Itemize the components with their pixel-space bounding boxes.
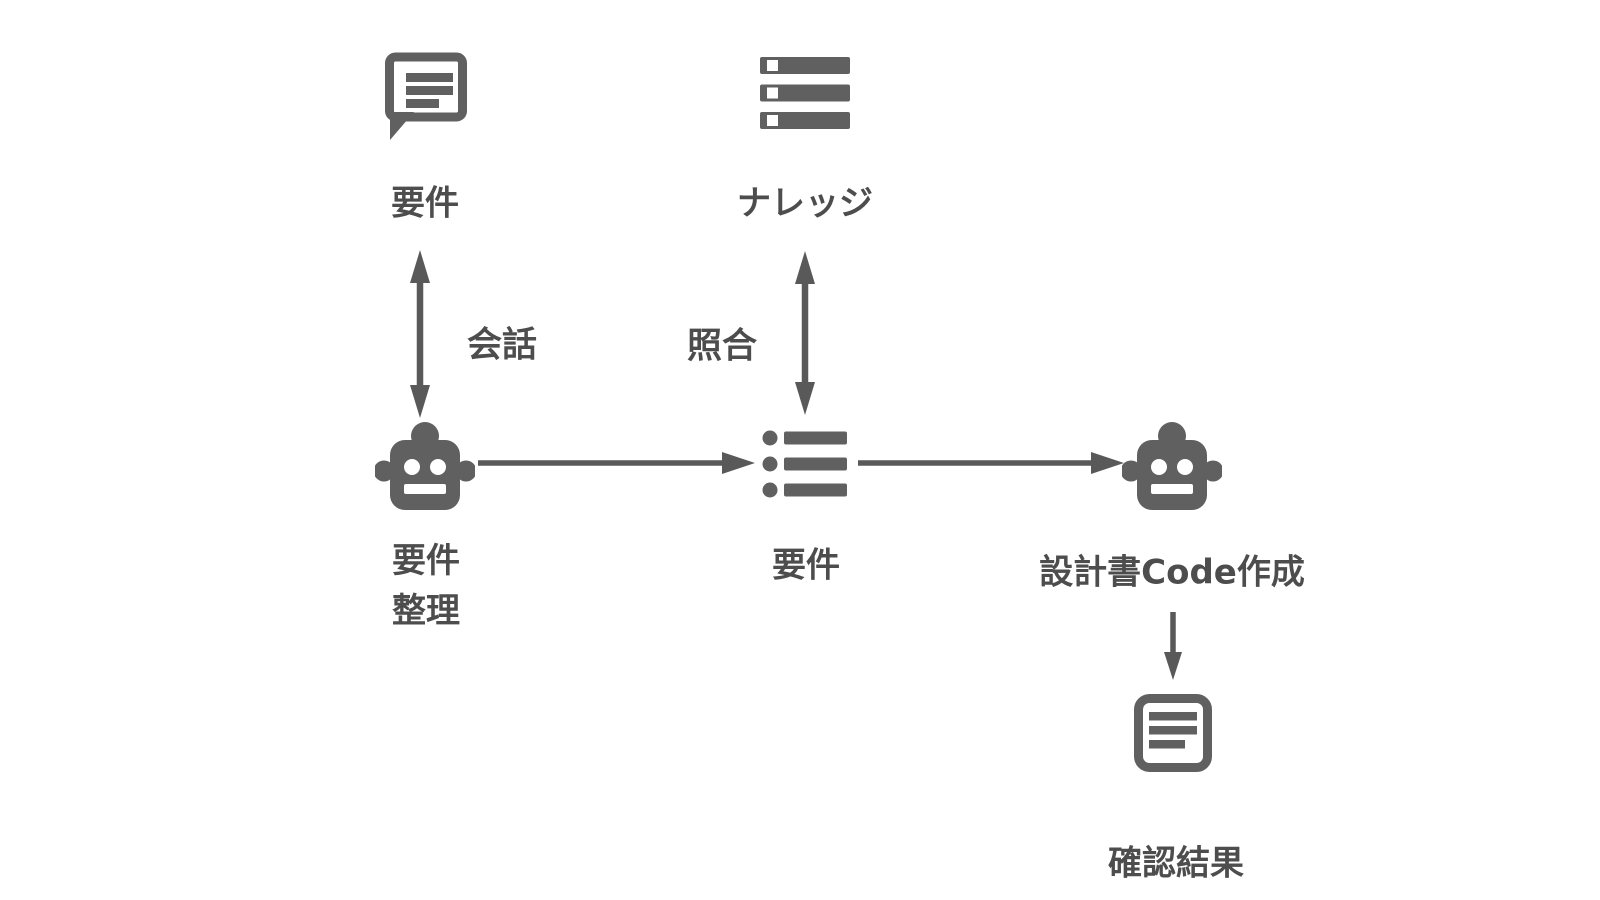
double-arrow-vertical-icon <box>795 251 815 415</box>
robot-icon <box>1122 422 1222 510</box>
arrow-down-icon <box>1164 612 1182 680</box>
document-icon <box>1134 694 1212 772</box>
robot-icon <box>375 422 475 510</box>
speech-bubble-icon <box>385 52 467 140</box>
arrow-right-icon <box>858 452 1124 474</box>
requirements-input-label: 要件 <box>391 183 459 224</box>
requirements-label: 要件 <box>772 545 840 586</box>
design-code-create-label: 設計書Code作成 <box>1039 552 1305 593</box>
double-arrow-vertical-icon <box>410 250 430 418</box>
arrow-right-icon <box>478 452 755 474</box>
server-icon <box>760 57 850 129</box>
matching-edge-label: 照合 <box>686 326 758 367</box>
confirmation-result-label: 確認結果 <box>1108 843 1244 884</box>
requirements-organize-label: 要件 整理 <box>392 536 460 636</box>
knowledge-label: ナレッジ <box>737 183 873 224</box>
bullet-list-icon <box>762 430 847 498</box>
conversation-edge-label: 会話 <box>466 325 538 366</box>
requirements-organize-label-line1: 要件 <box>392 541 460 581</box>
requirements-organize-label-line2: 整理 <box>392 591 460 631</box>
